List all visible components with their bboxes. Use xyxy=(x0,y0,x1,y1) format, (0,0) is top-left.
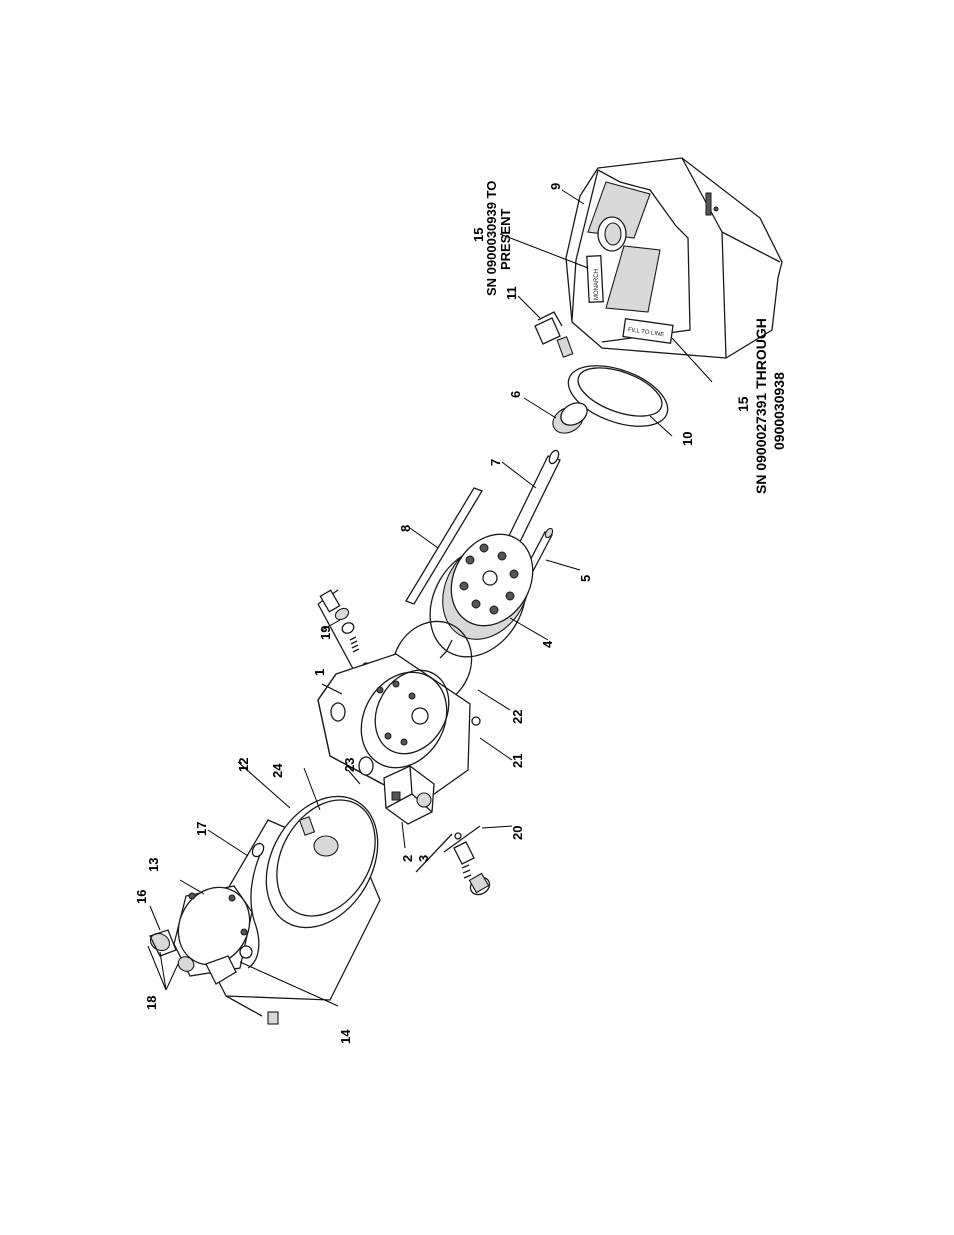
callout-19: 19 xyxy=(318,626,333,640)
callout-22: 22 xyxy=(510,710,525,724)
callout-23: 23 xyxy=(342,758,357,772)
callout-2: 2 xyxy=(400,855,415,862)
callout-8: 8 xyxy=(398,525,413,532)
callout-1: 1 xyxy=(312,669,327,676)
pump-assembly-part-4 xyxy=(411,519,549,674)
note-sn-through-line2: 0900030938 xyxy=(771,372,787,450)
callout-18: 18 xyxy=(144,996,159,1010)
callout-11: 11 xyxy=(504,286,519,300)
callout-20: 20 xyxy=(510,826,525,840)
callout-17: 17 xyxy=(194,822,209,836)
callout-3: 3 xyxy=(416,855,431,862)
callout-4: 4 xyxy=(540,640,555,648)
note-sn-present-line2: PRESENT xyxy=(498,209,513,270)
callout-12: 12 xyxy=(236,758,251,772)
brand-decal: MONARCH xyxy=(594,269,600,300)
note-sn-through-line1: SN 0900027391 THROUGH xyxy=(753,318,769,494)
callout-16: 16 xyxy=(134,890,149,904)
callout-14: 14 xyxy=(338,1029,353,1044)
callout-9: 9 xyxy=(548,183,563,190)
callout-24: 24 xyxy=(270,763,285,778)
callout-15-through: 15 xyxy=(735,396,751,412)
note-sn-present-line1: SN 0900030939 TO xyxy=(484,181,499,296)
reservoir-tank-part-9: MONARCH FILL TO LINE xyxy=(566,158,782,358)
callout-10: 10 xyxy=(680,432,695,446)
filter-cap-part-6 xyxy=(548,398,591,438)
callout-21: 21 xyxy=(510,754,525,768)
callout-13: 13 xyxy=(146,858,161,872)
callout-7: 7 xyxy=(488,459,503,466)
callout-6: 6 xyxy=(508,391,523,398)
callout-5: 5 xyxy=(578,575,593,582)
